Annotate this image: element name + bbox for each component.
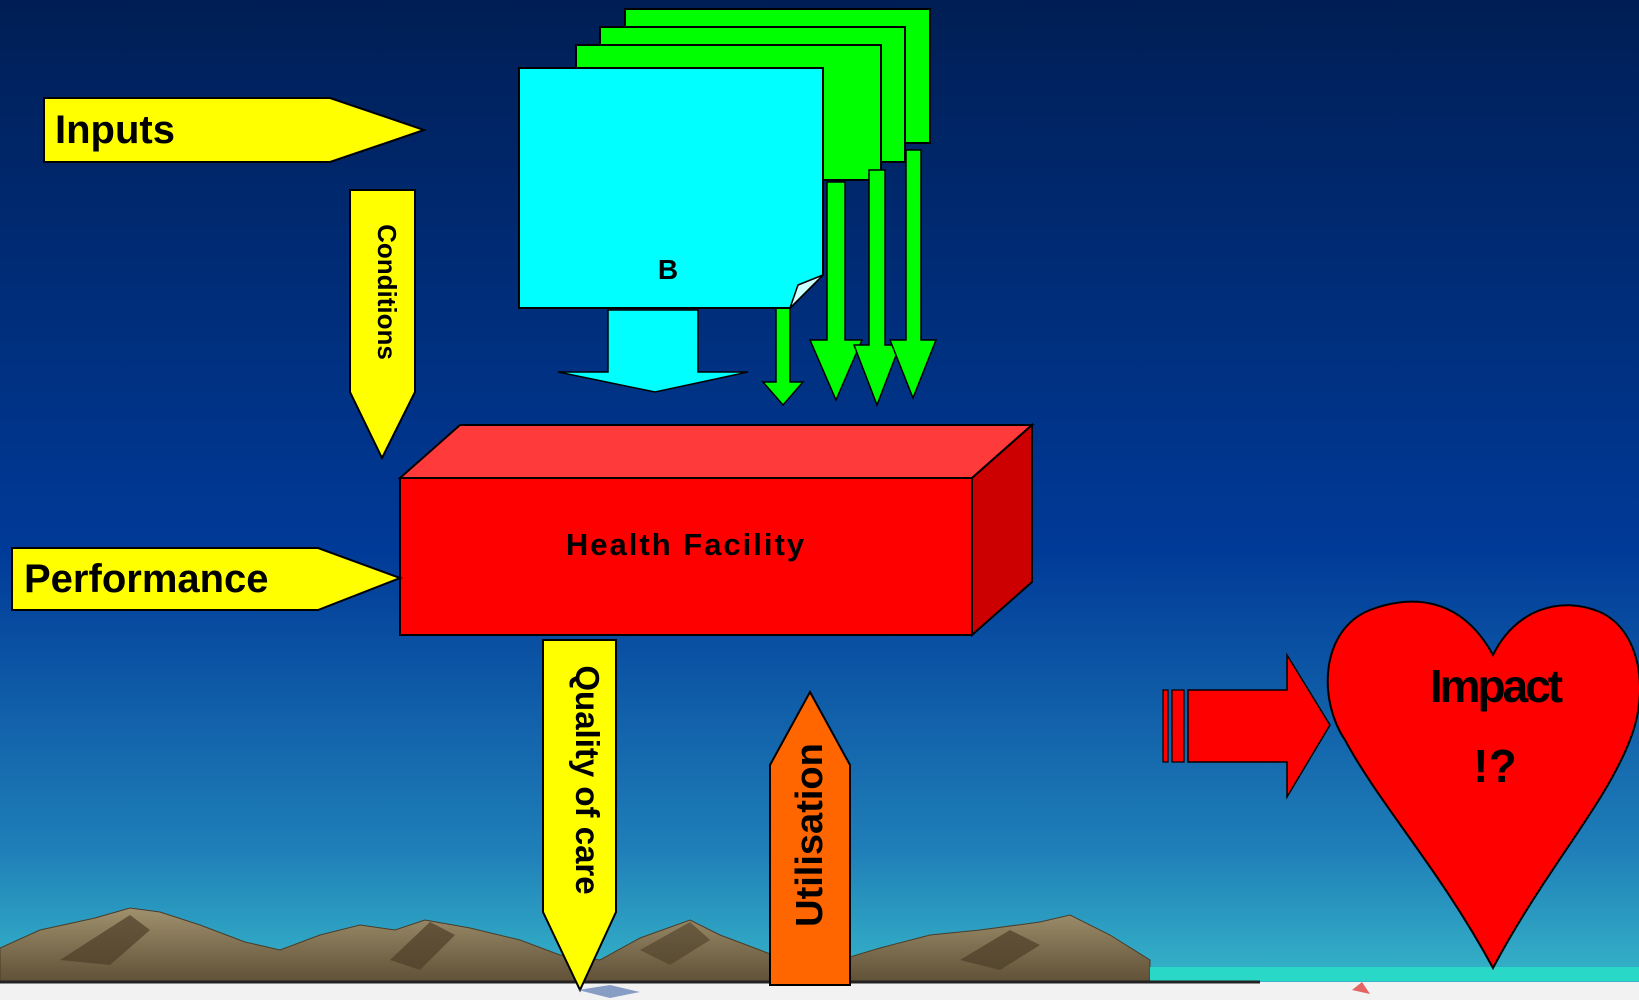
conditions-label: Conditions bbox=[372, 224, 402, 360]
inputs-arrow: Inputs bbox=[43, 97, 428, 163]
quality-of-care-label: Quality of care bbox=[569, 665, 606, 894]
bottom-right-logo-mark bbox=[1352, 982, 1370, 994]
bottom-strip bbox=[0, 982, 1639, 1000]
box-b-label: B bbox=[658, 254, 678, 285]
quality-of-care-arrow: Quality of care bbox=[542, 639, 617, 993]
utilisation-arrow: Utilisation bbox=[769, 689, 851, 986]
impact-label: Impact bbox=[1430, 660, 1563, 712]
impact-heart: Impact !? bbox=[1326, 600, 1639, 971]
conditions-arrow: Conditions bbox=[349, 189, 416, 461]
performance-arrow: Performance bbox=[11, 547, 403, 611]
health-facility-label: Health Facility bbox=[566, 527, 806, 562]
green-down-arrows bbox=[761, 149, 938, 408]
inputs-label: Inputs bbox=[55, 108, 175, 152]
impact-question-label: !? bbox=[1473, 740, 1516, 792]
utilisation-label: Utilisation bbox=[789, 743, 831, 927]
bottom-left-logo-mark bbox=[578, 985, 640, 998]
impact-arrow bbox=[1162, 652, 1331, 800]
bottom-teal-bar bbox=[1150, 967, 1639, 981]
performance-label: Performance bbox=[24, 557, 269, 601]
cyan-down-arrow bbox=[557, 309, 749, 393]
box-b: B bbox=[518, 67, 824, 309]
health-facility-box: Health Facility bbox=[397, 422, 1035, 638]
